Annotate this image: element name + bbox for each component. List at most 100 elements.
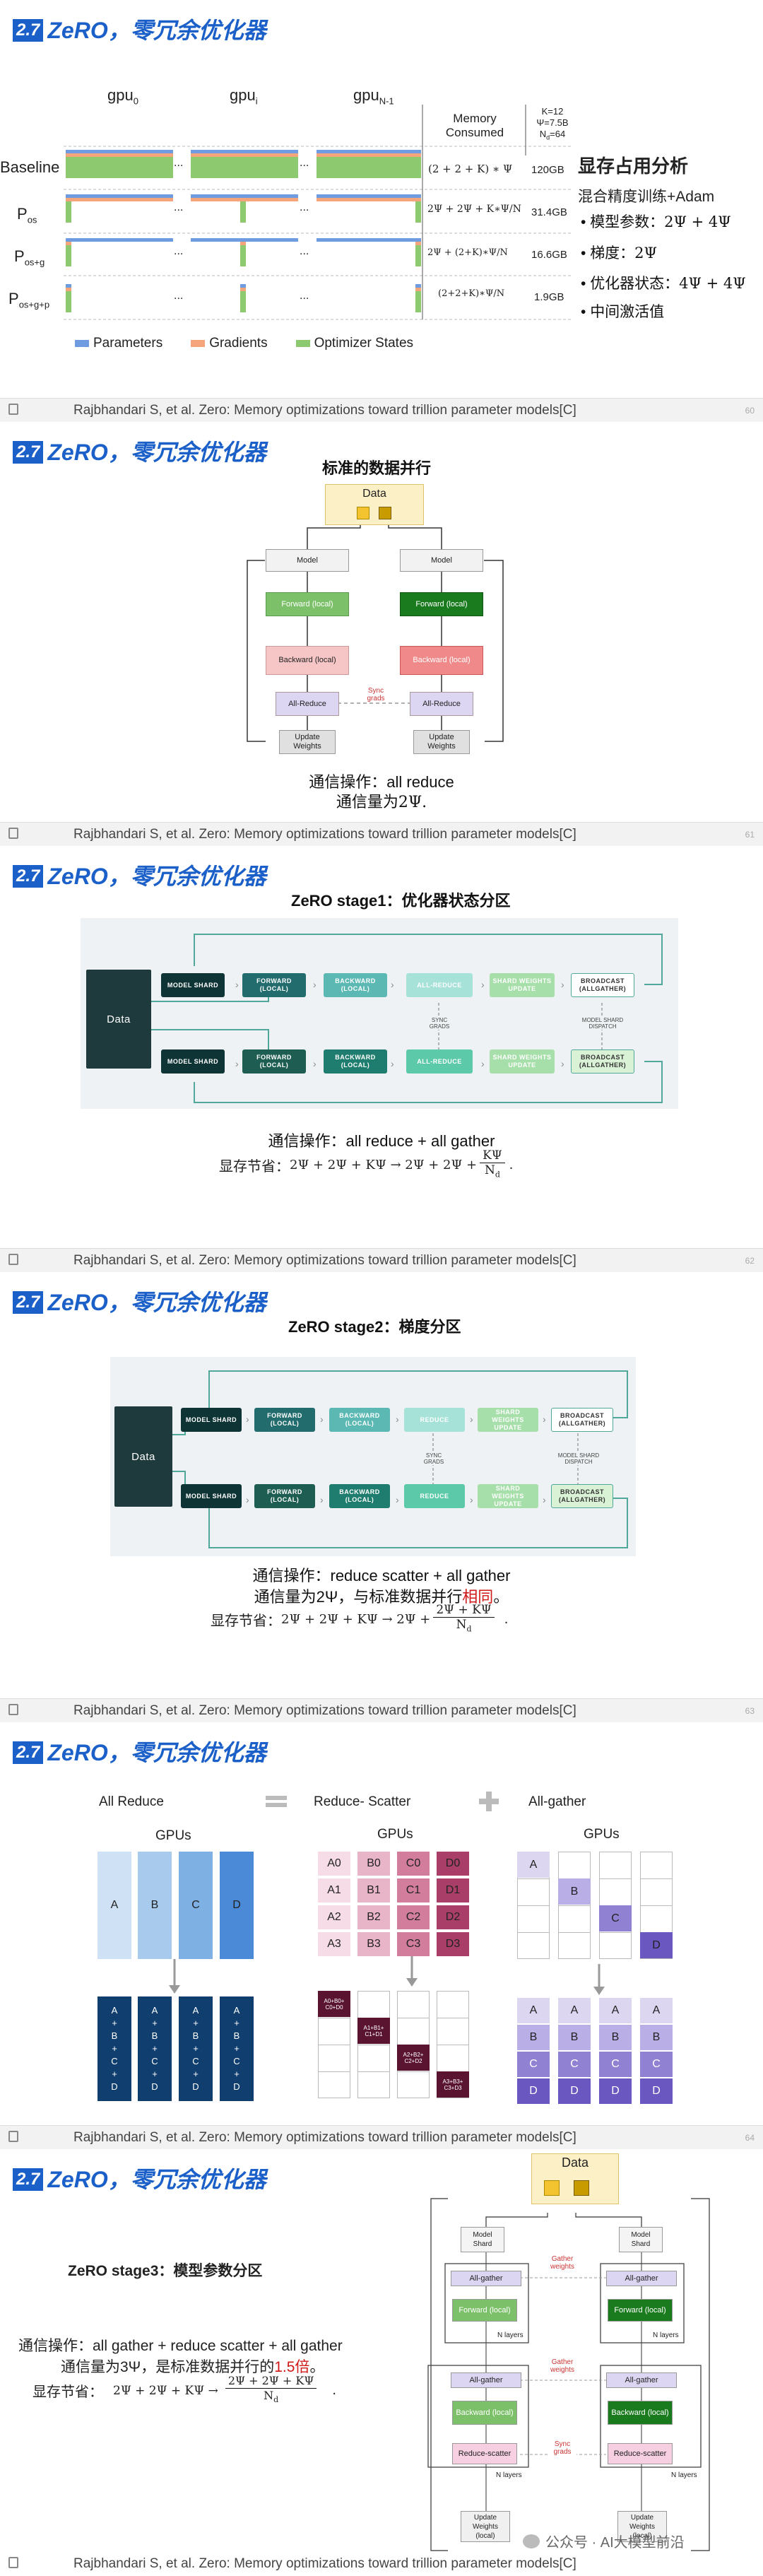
- bookmark-icon: [8, 2131, 18, 2142]
- rs-cell: B1: [357, 1878, 390, 1902]
- backward-top: BACKWARD (LOCAL): [324, 973, 387, 997]
- svg-text:›: ›: [391, 1058, 394, 1069]
- ag-out-cell: A: [640, 1998, 673, 2023]
- logo-title: ZeRO，零冗余优化器: [47, 1290, 266, 1315]
- comm-text: 通信操作：all reduce + all gather: [268, 1132, 495, 1150]
- broadcast-bottom: BROADCAST (ALLGATHER): [571, 1049, 634, 1074]
- stage1-diagram-bg: [81, 918, 678, 1109]
- rs-cell: A1: [318, 1878, 350, 1902]
- rs-out-cell: A1+B1+ C1+D1: [357, 2018, 390, 2044]
- comm-volume: 通信量为2Ψ，与标准数据并行相同。: [254, 1588, 509, 1606]
- legend-swatch-gradients: [191, 340, 206, 347]
- rs-cell: D0: [437, 1852, 469, 1876]
- logo: 2.7 ZeRO，零冗余优化器: [13, 18, 266, 42]
- reference-bar: Rajbhandari S, et al. Zero: Memory optim…: [0, 1698, 763, 1722]
- dots: ...: [174, 157, 184, 169]
- reference-bar: Rajbhandari S, et al. Zero: Memory optim…: [0, 1248, 763, 1272]
- ag-in-col: [558, 1852, 591, 1959]
- sync-grads-label: SYNC GRADS: [418, 1452, 449, 1465]
- ag-in-cell: A: [517, 1852, 550, 1878]
- allreduce-bottom: ALL-REDUCE: [406, 1049, 473, 1074]
- svg-text:›: ›: [320, 1413, 324, 1425]
- update-right: Update Weights (local): [617, 2511, 667, 2542]
- rs-cell: B3: [357, 1932, 390, 1956]
- legend: Parameters Gradients Optimizer States: [75, 336, 413, 351]
- ag-in-cell: C: [599, 1905, 632, 1931]
- model-shard-top: MODEL SHARD: [181, 1408, 242, 1432]
- reference-text: Rajbhandari S, et al. Zero: Memory optim…: [73, 827, 576, 842]
- model-shard-bottom: MODEL SHARD: [161, 1049, 225, 1074]
- gpus-label: GPUs: [584, 1827, 620, 1842]
- title-all-reduce: All Reduce: [99, 1794, 164, 1809]
- rs-cell: A0: [318, 1852, 350, 1876]
- analysis-subtitle: 混合精度训练+Adam: [578, 189, 715, 205]
- row-label-os: Pos: [17, 205, 37, 225]
- gather-weights-label: Gather weights: [547, 2358, 578, 2374]
- backward-right: Backward (local): [608, 2401, 673, 2425]
- reference-bar: Rajbhandari S, et al. Zero: Memory optim…: [0, 2552, 763, 2576]
- mem-value-os-g: 16.6GB: [531, 249, 567, 261]
- row-label-os-g-p: Pos+g+p: [8, 290, 50, 310]
- rs-cell: C0: [397, 1852, 430, 1876]
- ag-out-cell: B: [558, 2025, 591, 2050]
- comm-volume: 通信量为2Ψ.: [336, 794, 427, 811]
- ag-out-cell: D: [640, 2078, 673, 2104]
- formula-os-g: 2Ψ + (2+K)∗Ψ/N: [427, 247, 508, 258]
- mem-value-baseline: 120GB: [531, 164, 564, 176]
- model-box-left: Model: [266, 549, 349, 572]
- rs-cell: D1: [437, 1878, 469, 1902]
- forward-top: FORWARD (LOCAL): [254, 1408, 315, 1432]
- model-box-right: Model: [400, 549, 483, 572]
- allgather-bwd-right: All-gather: [606, 2372, 677, 2388]
- plus-icon: [479, 1792, 499, 1811]
- reduce-scatter-right: Reduce-scatter: [608, 2443, 673, 2464]
- equals-icon: [266, 1794, 287, 1809]
- svg-text:›: ›: [246, 1494, 249, 1505]
- analysis-item: • 模型参数：2Ψ + 4Ψ: [581, 213, 731, 230]
- logo-number: 2.7: [13, 441, 44, 464]
- ag-out-cell: B: [599, 2025, 632, 2050]
- svg-text:›: ›: [561, 979, 564, 990]
- logo-title: ZeRO，零冗余优化器: [47, 18, 266, 43]
- analysis-item: • 梯度：2Ψ: [581, 245, 657, 261]
- wechat-icon: [523, 2534, 540, 2548]
- svg-text:›: ›: [391, 979, 394, 990]
- shard-update-bottom: SHARD WEIGHTS UPDATE: [490, 1049, 555, 1074]
- page-number: 61: [745, 830, 755, 840]
- model-shard-right: Model Shard: [619, 2227, 663, 2252]
- params-block: K=12 Ψ=7.5B Nd=64: [536, 106, 569, 141]
- backward-bottom: BACKWARD (LOCAL): [324, 1049, 387, 1074]
- data-chip: [379, 507, 391, 519]
- row-label-baseline: Baseline: [0, 158, 60, 176]
- svg-text:›: ›: [470, 1494, 473, 1505]
- reference-bar: Rajbhandari S, et al. Zero: Memory optim…: [0, 2125, 763, 2149]
- slide-zero-stage2: 2.7 ZeRO，零冗余优化器 ZeRO stage2：梯度分区 ››››› ›…: [0, 1272, 763, 1722]
- analysis-item: • 优化器状态：4Ψ + 4Ψ: [581, 275, 746, 292]
- comm-text: 通信操作：all gather + reduce scatter + all g…: [18, 2338, 343, 2354]
- title-reduce-scatter: Reduce- Scatter: [314, 1794, 411, 1809]
- svg-text:›: ›: [481, 1058, 485, 1069]
- reference-bar: Rajbhandari S, et al. Zero: Memory optim…: [0, 398, 763, 422]
- page-number: 63: [745, 1706, 755, 1716]
- rs-cell: C3: [397, 1932, 430, 1956]
- rs-out-col: [357, 1991, 390, 2098]
- ag-out-cell: D: [517, 2078, 550, 2104]
- model-shard-top: MODEL SHARD: [161, 973, 225, 997]
- logo: 2.7 ZeRO，零冗余优化器: [13, 864, 266, 888]
- svg-text:›: ›: [561, 1058, 564, 1069]
- analysis-title: 显存占用分析: [578, 155, 689, 177]
- page-number: 62: [745, 1256, 755, 1266]
- allreduce-box-right: All-Reduce: [410, 692, 473, 716]
- title-all-gather: All-gather: [528, 1794, 586, 1809]
- svg-text:›: ›: [235, 1058, 239, 1069]
- allgather-fwd-left: All-gather: [451, 2271, 521, 2286]
- rs-out-cell: A3+B3+ C3+D3: [437, 2071, 469, 2098]
- logo-title: ZeRO，零冗余优化器: [47, 1740, 266, 1765]
- rs-out-cell: A0+B0+ C0+D0: [318, 1991, 350, 2017]
- stage3-diagram-lines: [427, 2198, 710, 2551]
- data-block: Data: [86, 970, 151, 1069]
- svg-text:›: ›: [470, 1413, 473, 1425]
- update-box-left: Update Weights: [279, 730, 336, 754]
- model-shard-left: Model Shard: [461, 2227, 504, 2252]
- logo-number: 2.7: [13, 865, 44, 888]
